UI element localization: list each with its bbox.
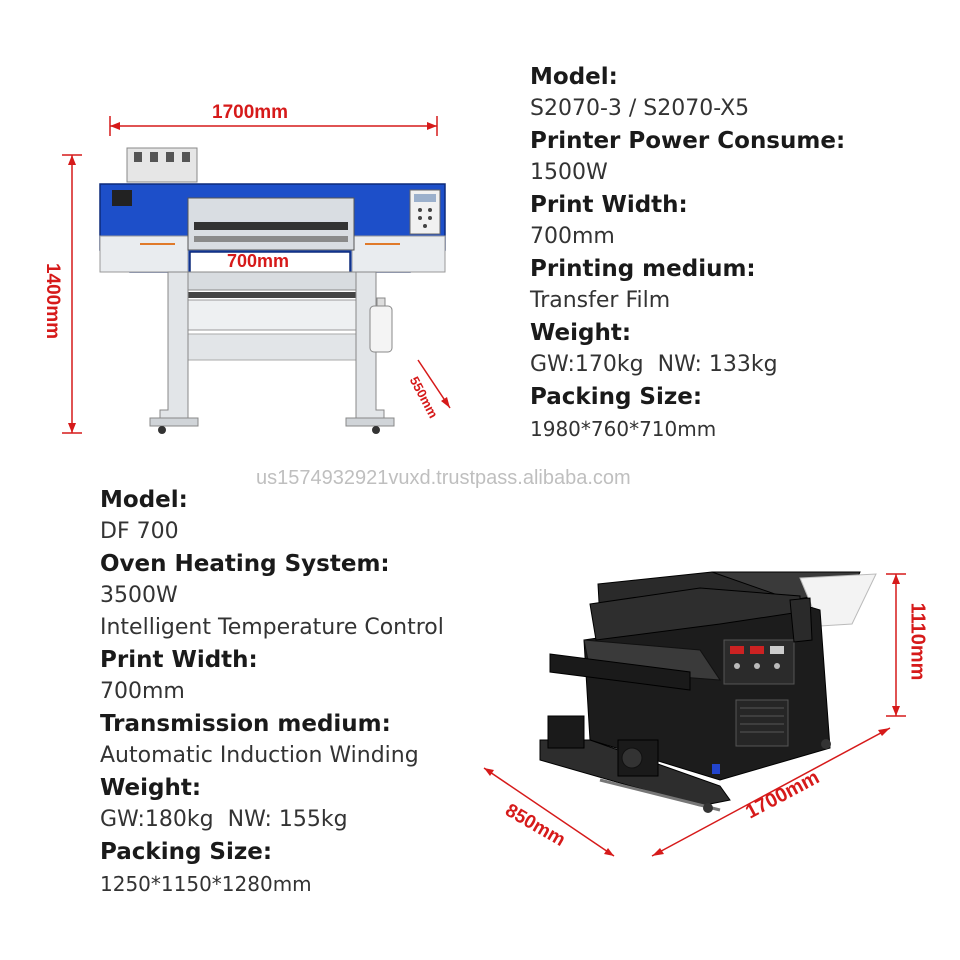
- spec-value: 1980*760*710mm: [530, 417, 717, 441]
- spec-label: Transmission medium:: [100, 711, 391, 737]
- spec-label: Print Width:: [530, 192, 688, 218]
- spec-label: Oven Heating System:: [100, 551, 390, 577]
- spec-value: DF 700: [100, 519, 179, 544]
- spec-value: Transfer Film: [530, 288, 671, 313]
- printer-width-label: 1700mm: [212, 102, 289, 123]
- spec-value: 3500W: [100, 583, 178, 608]
- oven-height-label: 1110mm: [906, 602, 929, 681]
- spec-value: 1250*1150*1280mm: [100, 872, 312, 896]
- spec-value: 700mm: [100, 679, 185, 704]
- spec-value: GW:180kg NW: 155kg: [100, 807, 348, 832]
- spec-label: Printing medium:: [530, 256, 756, 282]
- spec-value: Automatic Induction Winding: [100, 743, 419, 768]
- printer-print-width-label: 700mm: [227, 251, 290, 271]
- spec-label: Model:: [530, 64, 618, 90]
- spec-label: Printer Power Consume:: [530, 128, 846, 154]
- spec-label: Weight:: [530, 320, 632, 346]
- spec-label: Weight:: [100, 775, 202, 801]
- spec-value: 1500W: [530, 160, 608, 185]
- oven-specs: Model: DF 700 Oven Heating System: 3500W…: [100, 484, 444, 900]
- watermark-text: us1574932921vuxd.trustpass.alibaba.com: [256, 467, 631, 489]
- spec-value: S2070-3 / S2070-X5: [530, 96, 750, 121]
- spec-label: Model:: [100, 487, 188, 513]
- spec-value: Intelligent Temperature Control: [100, 615, 444, 640]
- spec-label: Print Width:: [100, 647, 258, 673]
- spec-label: Packing Size:: [100, 839, 273, 865]
- spec-value: 700mm: [530, 224, 615, 249]
- printer-specs: Model: S2070-3 / S2070-X5 Printer Power …: [530, 61, 845, 445]
- spec-label: Packing Size:: [530, 384, 703, 410]
- spec-value: GW:170kg NW: 133kg: [530, 352, 778, 377]
